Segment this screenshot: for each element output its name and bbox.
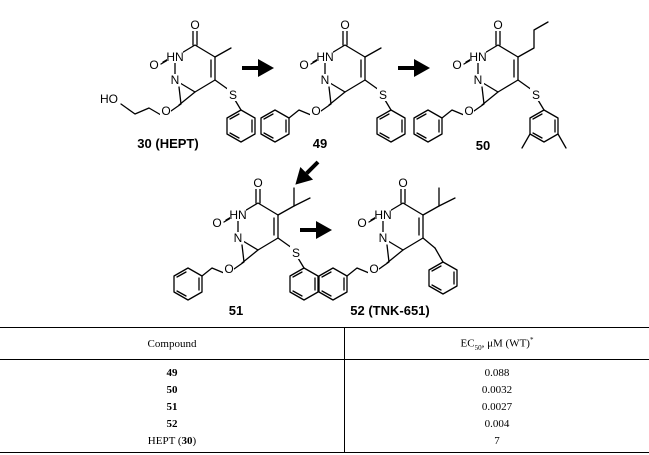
- label-compound-30: 30 (HEPT): [137, 136, 198, 151]
- ec50-table: Compound EC50, μM (WT)* 49 0.088 50 0.00…: [0, 327, 649, 453]
- arrow-51-to-52: [300, 221, 332, 239]
- structure-52: [319, 175, 458, 300]
- cell-compound: 52: [0, 415, 345, 432]
- synthesis-scheme: HN N O O O S: [97, 17, 567, 318]
- header-ec50-mark: *: [529, 335, 534, 344]
- table-row: 52 0.004: [0, 415, 649, 432]
- cell-ec50: 7: [344, 432, 649, 453]
- table-row: 50 0.0032: [0, 381, 649, 398]
- structure-51: [174, 175, 318, 300]
- cell-compound: 51: [0, 398, 345, 415]
- atom-ho: HO: [100, 92, 118, 106]
- table-row: 51 0.0027: [0, 398, 649, 415]
- cell-compound: 50: [0, 381, 345, 398]
- cell-ec50: 0.0032: [481, 383, 513, 396]
- arrow-30-to-49: [242, 59, 274, 77]
- arrow-49-to-50: [398, 59, 430, 77]
- atom-o: O: [161, 104, 170, 118]
- structure-30: O HO: [97, 17, 255, 142]
- header-ec50: EC50, μM (WT)*: [344, 327, 649, 360]
- cell-ec50: 0.004: [484, 417, 510, 430]
- arrow-49-to-51: [289, 160, 320, 191]
- label-compound-52: 52 (TNK-651): [350, 303, 429, 318]
- table-row: 49 0.088: [0, 359, 649, 381]
- structure-49: [261, 17, 405, 142]
- activity-table: Compound EC50, μM (WT)* 49 0.088 50 0.00…: [0, 327, 649, 455]
- cell-compound: 49: [0, 359, 345, 381]
- header-ec50-rest: , μM (WT): [481, 337, 530, 350]
- header-ec50-sub: 50: [474, 343, 482, 352]
- cell-compound-prefix: HEPT (: [147, 434, 182, 447]
- cell-compound-number: 30: [181, 434, 193, 447]
- table-row: HEPT (30) 7: [0, 432, 649, 453]
- label-compound-50: 50: [476, 138, 490, 153]
- cell-ec50: 0.088: [484, 366, 510, 379]
- structure-50: [414, 17, 567, 149]
- header-ec50-main: EC: [460, 337, 475, 350]
- label-compound-51: 51: [229, 303, 243, 318]
- label-compound-49: 49: [313, 136, 327, 151]
- cell-ec50: 0.0027: [481, 400, 513, 413]
- header-compound: Compound: [0, 327, 345, 360]
- cell-compound-suffix: ): [192, 434, 197, 447]
- table-header-row: Compound EC50, μM (WT)*: [0, 327, 649, 360]
- cell-compound: HEPT (30): [0, 432, 345, 453]
